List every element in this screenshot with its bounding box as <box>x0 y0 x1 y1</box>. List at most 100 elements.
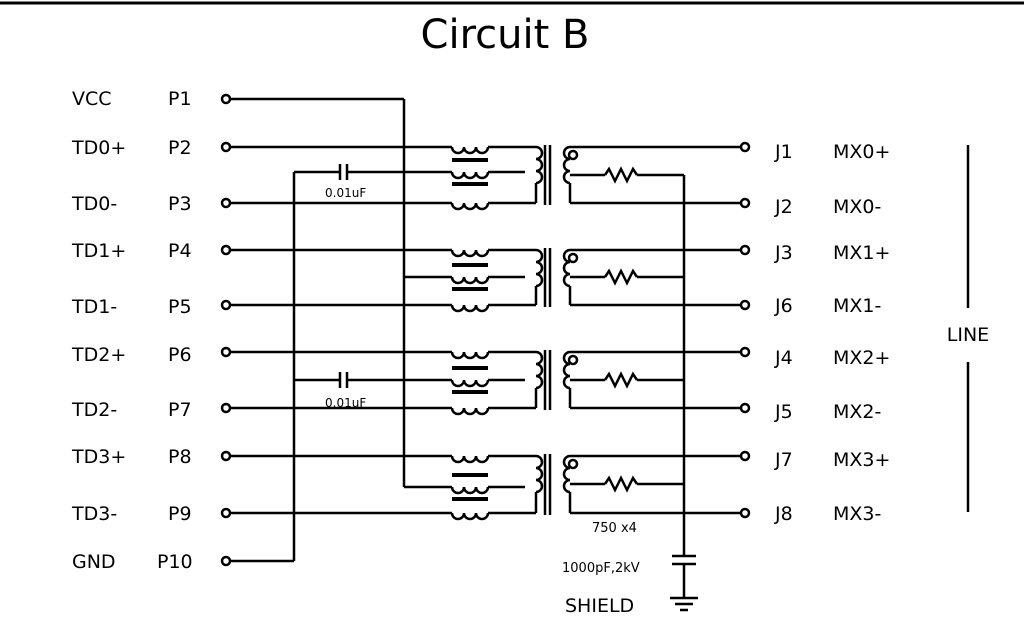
right-signal-label: MX2- <box>833 401 881 423</box>
wiring <box>220 93 751 612</box>
right-jack-label: J3 <box>774 242 793 264</box>
right-signal-label: MX1- <box>833 295 881 317</box>
jack-terminal <box>739 402 751 414</box>
transformer-winding <box>450 455 490 464</box>
transformer-winding <box>562 145 571 185</box>
pin-terminal <box>220 244 232 256</box>
right-jack-label: J5 <box>774 401 793 423</box>
right-signal-label: MX0+ <box>833 141 890 163</box>
left-pin-label: P6 <box>168 344 192 366</box>
line-label: LINE <box>947 324 989 346</box>
left-pin-label: P9 <box>168 503 192 525</box>
transformer-winding <box>535 350 544 390</box>
transformer-core <box>452 158 488 162</box>
transformer-winding <box>450 202 490 211</box>
left-signal-label: TD1+ <box>71 240 126 262</box>
jack-terminal <box>739 299 751 311</box>
left-pin-labels: P1 P2 P3 P4 P5 P6 P7 P8 P9 P10 <box>157 88 193 573</box>
pin-terminal <box>220 299 232 311</box>
left-pin-label: P7 <box>168 399 192 421</box>
right-signal-labels: MX0+ MX0- MX1+ MX1- MX2+ MX2- MX3+ MX3- <box>833 141 890 525</box>
polarity-dot <box>567 252 579 264</box>
left-signal-label: GND <box>72 551 116 573</box>
transformer-winding <box>535 454 544 494</box>
transformer-winding <box>450 407 490 416</box>
left-signal-label: TD3+ <box>71 446 126 468</box>
left-signal-label: TD2- <box>71 399 117 421</box>
polarity-dot <box>567 458 579 470</box>
left-signal-labels: VCC TD0+ TD0- TD1+ TD1- TD2+ TD2- TD3+ T… <box>71 88 126 573</box>
right-signal-label: MX1+ <box>833 242 890 264</box>
right-signal-label: MX3- <box>833 503 881 525</box>
left-signal-label: VCC <box>72 88 112 110</box>
pin-terminal <box>220 197 232 209</box>
transformer-winding <box>450 276 490 285</box>
transformer-winding <box>450 146 490 155</box>
transformer-winding <box>450 351 490 360</box>
right-jack-labels: J1 J2 J3 J6 J4 J5 J7 J8 <box>774 141 793 525</box>
transformer-core <box>452 473 488 477</box>
transformer-winding <box>562 248 571 288</box>
transformer-core <box>452 182 488 186</box>
right-jack-label: J8 <box>774 503 793 525</box>
left-pin-label: P8 <box>168 446 192 468</box>
right-jack-label: J1 <box>774 141 793 163</box>
transformer-winding <box>450 171 490 180</box>
pin-terminal <box>220 402 232 414</box>
left-pin-label: P10 <box>157 551 193 573</box>
transformer-winding <box>535 145 544 185</box>
pin-terminal <box>220 555 232 567</box>
shield-capacitor-label: 1000pF,2kV <box>562 561 640 576</box>
polarity-dot <box>567 149 579 161</box>
right-signal-label: MX3+ <box>833 449 890 471</box>
resistor-zigzag <box>603 268 639 286</box>
jack-terminal <box>739 507 751 519</box>
resistor-zigzag <box>603 371 639 389</box>
jack-terminal <box>739 450 751 462</box>
transformer-winding <box>450 304 490 313</box>
pin-terminal <box>220 507 232 519</box>
pin-terminal <box>220 141 232 153</box>
transformer-winding <box>450 486 490 495</box>
left-pin-label: P2 <box>168 137 192 159</box>
pin-terminal <box>220 346 232 358</box>
right-jack-label: J7 <box>774 449 793 471</box>
pin-terminal <box>220 450 232 462</box>
pin-terminal <box>220 93 232 105</box>
right-jack-label: J2 <box>774 196 793 218</box>
left-signal-label: TD0- <box>71 193 117 215</box>
left-signal-label: TD3- <box>71 503 117 525</box>
transformer-winding <box>535 248 544 288</box>
right-jack-label: J4 <box>774 347 793 369</box>
left-pin-label: P3 <box>168 193 192 215</box>
right-signal-label: MX2+ <box>833 347 890 369</box>
left-signal-label: TD1- <box>71 296 117 318</box>
resistor-label: 750 x4 <box>592 521 637 536</box>
transformer-core <box>452 366 488 370</box>
left-signal-label: TD0+ <box>71 137 126 159</box>
jack-terminal <box>739 197 751 209</box>
transformer-core <box>452 263 488 267</box>
jack-terminal <box>739 141 751 153</box>
jack-terminal <box>739 346 751 358</box>
capacitor-label: 0.01uF <box>325 396 366 410</box>
resistor-zigzag <box>603 475 639 493</box>
left-pin-label: P1 <box>168 88 192 110</box>
transformer-core <box>452 287 488 291</box>
transformer-core <box>452 497 488 501</box>
polarity-dot <box>567 354 579 366</box>
diagram-title: Circuit B <box>421 12 590 58</box>
transformer-winding <box>450 379 490 388</box>
resistor-zigzag <box>603 166 639 184</box>
transformer-core <box>452 390 488 394</box>
left-signal-label: TD2+ <box>71 344 126 366</box>
transformer-winding <box>562 454 571 494</box>
left-pin-label: P4 <box>168 240 192 262</box>
shield-label: SHIELD <box>565 595 634 617</box>
capacitor-label: 0.01uF <box>325 186 366 200</box>
right-signal-label: MX0- <box>833 196 881 218</box>
transformer-winding <box>450 249 490 258</box>
transformer-winding <box>562 350 571 390</box>
